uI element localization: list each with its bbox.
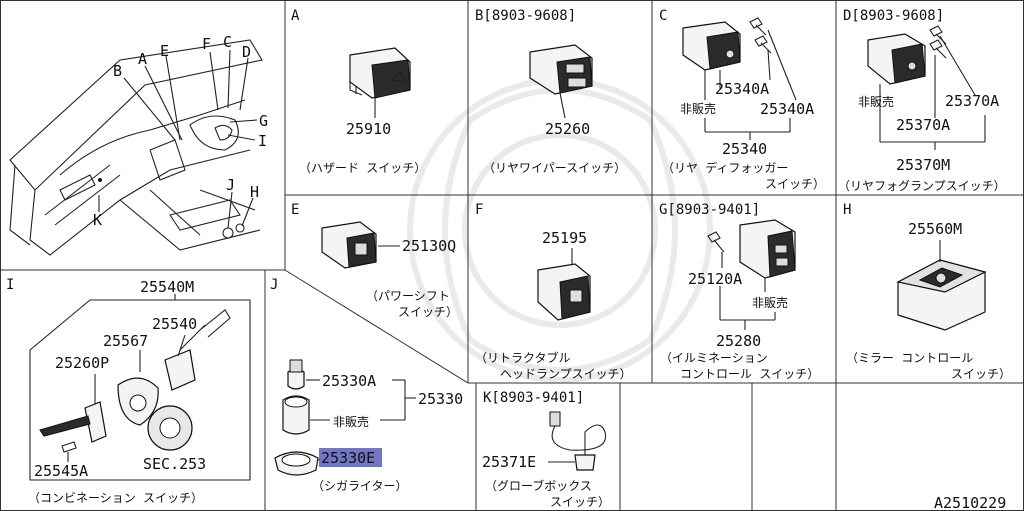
section-h: H 25560M （ミラー コントロール スイッチ） — [843, 202, 1011, 381]
section-j-header: J — [270, 277, 278, 293]
part-25545a: 25545A — [34, 462, 88, 480]
caption-combination-switch: （コンビネーション スイッチ） — [28, 491, 203, 505]
section-b: B[8903-9608] 25260 （リヤワイパースイッチ） — [475, 8, 626, 175]
part-25330e: 25330E — [321, 449, 375, 467]
section-c: C 25340A 25340A 非販売 25340 （リヤ ディフォッガー スイ… — [659, 8, 825, 191]
dashboard-overview — [9, 39, 263, 256]
section-k-header: K[8903-9401] — [483, 390, 584, 406]
caption-power-shift-switch-2: スイッチ） — [398, 305, 458, 319]
caption-mirror-control-2: スイッチ） — [951, 367, 1011, 381]
overview-letter-c: C — [223, 33, 232, 51]
section-e-header: E — [291, 202, 299, 218]
caption-illumination-control-1: （イルミネーション — [660, 351, 768, 365]
part-25567: 25567 — [103, 332, 148, 350]
part-25130q: 25130Q — [402, 237, 456, 255]
note-not-for-sale-j: 非販売 — [333, 414, 369, 429]
section-g-header: G[8903-9401] — [659, 202, 760, 218]
section-g: G[8903-9401] 25120A 非販売 25280 （イルミネーション … — [659, 202, 819, 381]
part-25195: 25195 — [542, 229, 587, 247]
overview-letter-b: B — [113, 62, 122, 80]
part-25330a: 25330A — [322, 372, 376, 390]
section-c-header: C — [659, 8, 667, 24]
section-i-header: I — [6, 277, 14, 293]
section-f: F 25195 （リトラクタブル ヘッドランプスイッチ） — [475, 202, 632, 381]
caption-rear-fog-switch: （リヤフォグランプスイッチ） — [838, 179, 1006, 193]
overview-letter-h: H — [250, 183, 259, 201]
part-25560m: 25560M — [908, 220, 962, 238]
overview-letter-i: I — [258, 132, 267, 150]
part-25370a-upper: 25370A — [945, 92, 999, 110]
overview-letter-d: D — [242, 43, 251, 61]
section-a-header: A — [291, 8, 300, 24]
section-f-header: F — [475, 202, 483, 218]
overview-letter-f: F — [202, 35, 211, 53]
caption-glove-box-switch-1: （グローブボックス — [485, 478, 592, 493]
caption-power-shift-switch-1: （パワーシフト — [366, 289, 450, 303]
part-sec253: SEC.253 — [143, 455, 206, 473]
part-25260: 25260 — [545, 120, 590, 138]
part-25371e: 25371E — [482, 453, 536, 471]
section-k: K[8903-9401] 25371E （グローブボックス スイッチ） — [482, 390, 610, 509]
section-d-header: D[8903-9608] — [843, 8, 944, 24]
part-25540: 25540 — [152, 315, 197, 333]
part-25280: 25280 — [716, 332, 761, 350]
overview-letters: B A E F C D G I J H K — [93, 33, 268, 229]
note-not-for-sale-d: 非販売 — [858, 94, 894, 109]
overview-letter-g: G — [259, 112, 268, 130]
overview-letter-e: E — [160, 42, 169, 60]
caption-cigar-lighter: （シガライター） — [312, 479, 408, 493]
part-25370m: 25370M — [896, 156, 950, 174]
caption-rear-wiper-switch: （リヤワイパースイッチ） — [483, 161, 626, 175]
caption-rear-defogger-switch-1: （リヤ ディフォッガー — [662, 160, 788, 175]
section-a: A 25910 （ハザード スイッチ） — [291, 8, 426, 175]
note-not-for-sale-c: 非販売 — [680, 101, 716, 116]
overview-letter-j: J — [226, 176, 235, 194]
section-j: J 25330A 25330 非販売 25330E （シガライター） — [270, 277, 463, 493]
caption-illumination-control-2: コントロール スイッチ） — [680, 367, 819, 381]
part-25910: 25910 — [346, 120, 391, 138]
caption-glove-box-switch-2: スイッチ） — [550, 495, 610, 509]
section-h-header: H — [843, 202, 851, 218]
section-b-header: B[8903-9608] — [475, 8, 576, 24]
caption-retractable-headlamp-1: （リトラクタブル — [475, 350, 571, 365]
part-25370a-lower: 25370A — [896, 116, 950, 134]
part-25340: 25340 — [722, 140, 767, 158]
diagram-code: A2510229 — [934, 494, 1006, 511]
caption-retractable-headlamp-2: ヘッドランプスイッチ） — [500, 367, 632, 381]
section-d: D[8903-9608] 非販売 25370A 25370A 25370M （リ… — [838, 8, 1006, 193]
part-25540m: 25540M — [140, 278, 194, 296]
part-25330: 25330 — [418, 390, 463, 408]
part-25340a-upper: 25340A — [715, 80, 769, 98]
section-e: E 25130Q （パワーシフト スイッチ） — [291, 202, 458, 319]
section-i: I 25540M 25540 25567 25260P 25545A SEC.2… — [6, 277, 251, 505]
caption-rear-defogger-switch-2: スイッチ） — [765, 177, 825, 191]
overview-letter-a: A — [138, 50, 147, 68]
part-25260p: 25260P — [55, 354, 109, 372]
overview-letter-k: K — [93, 211, 102, 229]
caption-mirror-control-1: （ミラー コントロール — [846, 351, 973, 365]
highlight-25330e — [319, 448, 382, 467]
note-not-for-sale-g: 非販売 — [752, 295, 788, 310]
part-25120a: 25120A — [688, 270, 742, 288]
part-25340a-lower: 25340A — [760, 100, 814, 118]
caption-hazard-switch: （ハザード スイッチ） — [299, 161, 426, 175]
